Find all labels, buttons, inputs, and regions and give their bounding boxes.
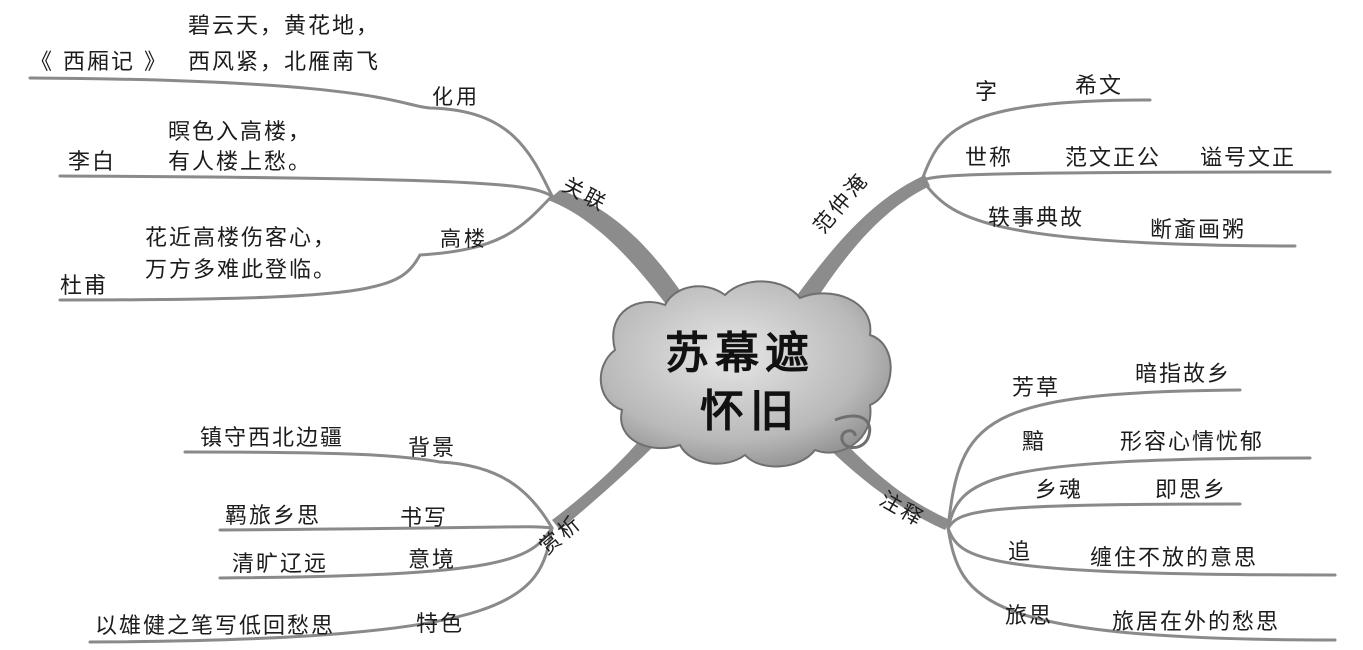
zhushi-key-0: 芳草 [1012, 376, 1061, 401]
fan-value-2: 断齑画粥 [1150, 218, 1247, 243]
shangxi-value-2: 清旷辽远 [232, 552, 329, 577]
fan-value-0: 希文 [1075, 74, 1124, 99]
label-huayong: 化用 [432, 85, 480, 109]
label-gaolou: 高楼 [440, 227, 488, 251]
zhushi-value-1: 形容心情忧郁 [1120, 430, 1265, 455]
zhushi-value-2: 即思乡 [1155, 478, 1228, 503]
zhushi-key-4: 旅思 [1005, 604, 1054, 629]
zhushi-key-1: 黯 [1022, 430, 1047, 455]
branch-guanlian [548, 190, 690, 312]
fan-value-1: 范文正公 [1065, 146, 1162, 171]
branch-shangxi [552, 430, 660, 530]
line-xianghun [946, 502, 1242, 530]
line-zhui [946, 526, 1337, 577]
shangxi-value-3: 以雄健之笔写低回愁思 [95, 614, 336, 639]
libai-line2: 有人楼上愁。 [168, 150, 313, 175]
zhushi-key-3: 追 [1008, 540, 1033, 565]
line-an [946, 456, 1312, 530]
line-shicheng [920, 170, 1332, 182]
fan-key-2: 轶事典故 [988, 206, 1085, 231]
fan-key-0: 字 [975, 80, 1000, 105]
libai-poet: 李白 [68, 150, 117, 175]
zhushi-value-0: 暗指故乡 [1135, 362, 1232, 387]
dufu-poet: 杜甫 [60, 274, 109, 299]
center-title-line2: 怀旧 [700, 386, 800, 437]
line-huayong [28, 76, 554, 198]
line-lvsi [946, 526, 1337, 642]
shangxi-key-0: 背景 [408, 436, 457, 461]
huayong-source: 《 西厢记 》 [30, 50, 168, 75]
line-fangcao [946, 388, 1242, 530]
fan-key-1: 世称 [965, 146, 1014, 171]
shangxi-key-3: 特色 [416, 612, 465, 637]
zhushi-key-2: 乡魂 [1035, 478, 1084, 503]
shangxi-key-2: 意境 [408, 548, 457, 573]
line-tese [88, 526, 554, 644]
huayong-poem-line2: 西风紧，北雁南飞 [188, 50, 381, 75]
line-yijing [218, 526, 554, 580]
line-zi [920, 98, 1152, 182]
line-libai [58, 174, 554, 198]
libai-line1: 暝色入高楼， [168, 120, 313, 145]
center-title-line1: 苏幕遮 [665, 328, 815, 379]
line-shuxie [218, 525, 554, 532]
dufu-line1: 花近高楼伤客心， [145, 226, 338, 251]
branch-fanzhongyan [790, 175, 930, 312]
dufu-line2: 万方多难此登临。 [145, 258, 338, 283]
line-beijing [183, 450, 554, 530]
zhushi-value-4: 旅居在外的愁思 [1112, 610, 1281, 635]
huayong-poem-line1: 碧云天，黄花地， [188, 14, 381, 39]
cloud-shape [599, 280, 892, 468]
shangxi-key-1: 书写 [400, 506, 449, 531]
fan-extra-1: 谥号文正 [1200, 146, 1297, 171]
shangxi-value-0: 镇守西北边疆 [200, 426, 345, 451]
shangxi-value-1: 羁旅乡思 [225, 504, 322, 529]
line-gaolou [58, 194, 554, 302]
zhushi-value-3: 缠住不放的意思 [1090, 546, 1259, 571]
line-yishi [920, 178, 1297, 248]
branch-zhushi [820, 432, 950, 530]
